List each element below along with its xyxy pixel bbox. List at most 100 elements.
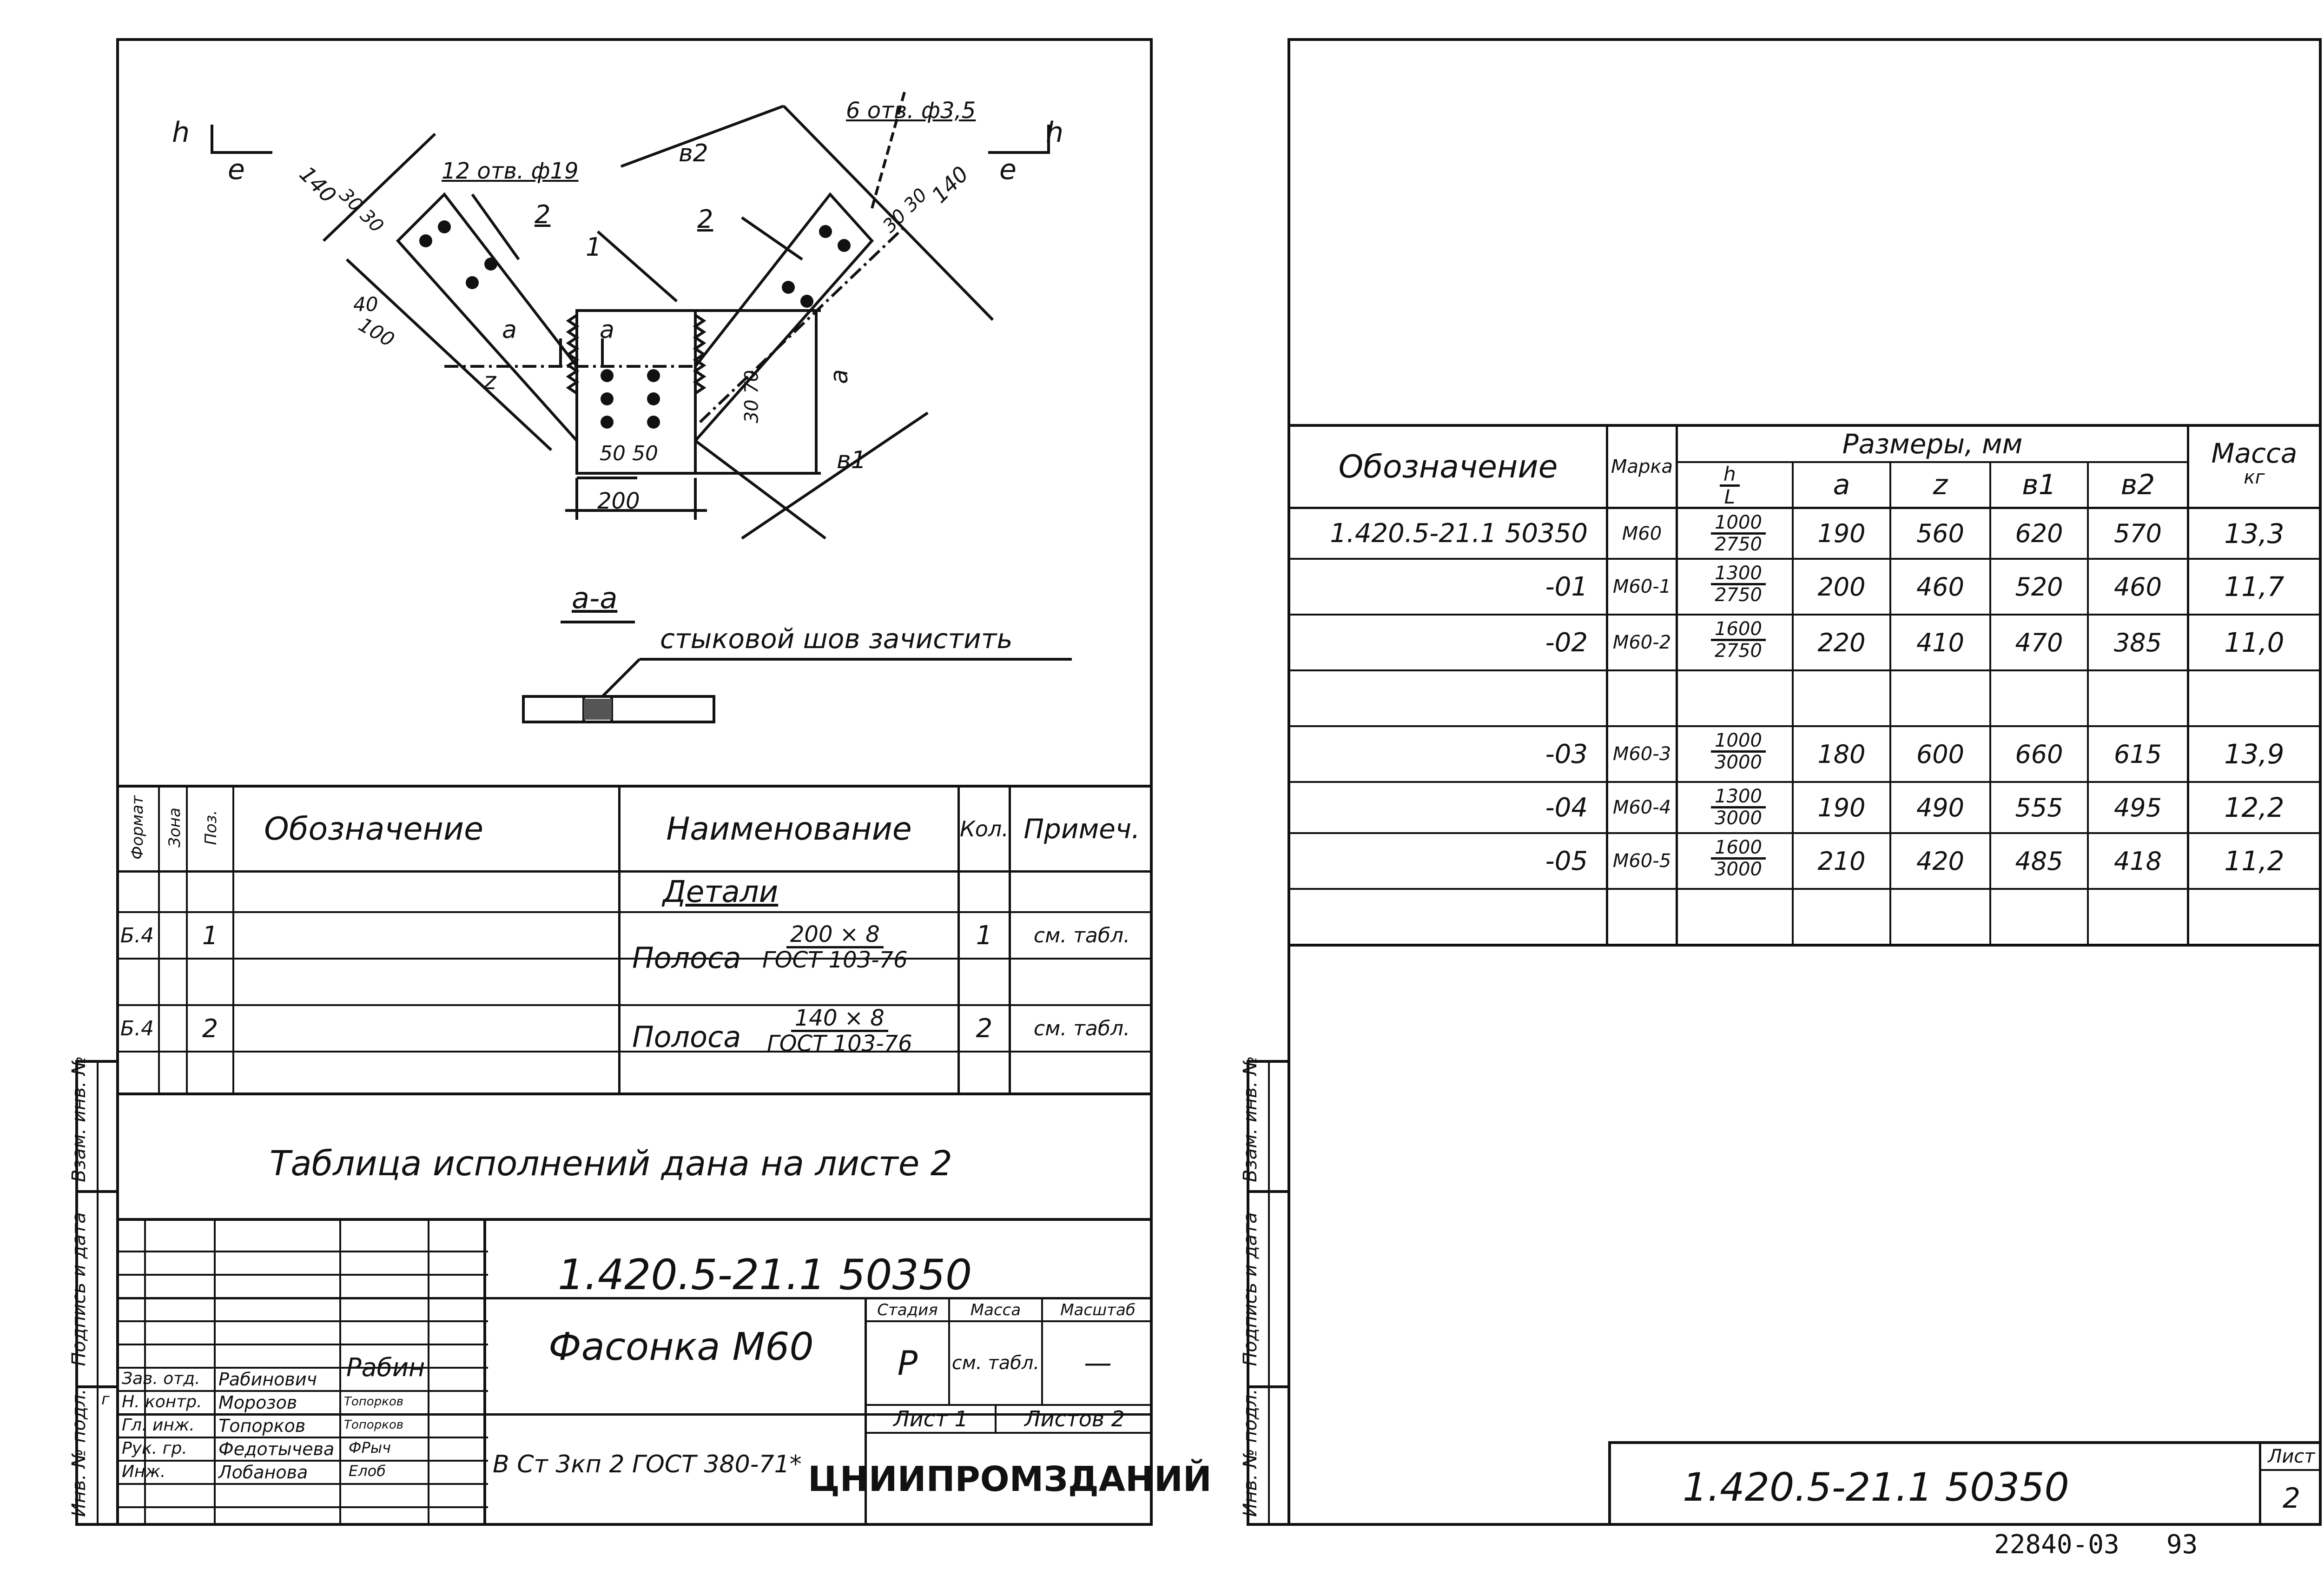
left-stamp-border (75, 1060, 78, 1526)
name-0: Рабинович (218, 1369, 317, 1390)
row-2-h: 1600 (1711, 619, 1766, 641)
row-0-designation: 1.420.5-21.1 50350 (1330, 518, 1588, 549)
doc-code: 1.420.5-21.1 50350 (558, 1251, 972, 1299)
pos-2-right-label: 2 (697, 205, 713, 234)
row-0-b1: 620 (2015, 519, 2063, 548)
row-1-designation: -01 (1545, 571, 1588, 602)
row-2-a: 220 (1817, 628, 1866, 657)
dim-a-section: а (600, 316, 614, 344)
right-stamp-inv-no: Инв. № подл. (1240, 1389, 1261, 1517)
row-4-h: 1000 (1711, 731, 1766, 753)
material: В Ст 3кп 2 ГОСТ 380-71* (493, 1450, 802, 1478)
right-strip (694, 192, 874, 444)
dim-50-50: 50 50 (600, 442, 658, 465)
row-3-mark (1608, 671, 1676, 725)
row1-qty: 1 (976, 920, 993, 951)
col-l: L (1724, 485, 1736, 509)
col-h: h (1720, 464, 1740, 487)
row1-profile: 200 × 8 ГОСТ 103-76 (762, 923, 908, 972)
stage-label: Стадия (877, 1300, 938, 1319)
table-note: Таблица исполнений дана на листе 2 (270, 1144, 952, 1184)
header-designation: Обозначение (264, 810, 483, 848)
header-pos: Поз. (202, 810, 220, 845)
weld-note: стыковой шов зачистить (660, 623, 1013, 655)
row1-profile-size: 200 × 8 (786, 923, 884, 949)
row2-profile-size: 140 × 8 (791, 1007, 888, 1033)
row2-note: см. табл. (1033, 1016, 1130, 1040)
gusset-drawing (211, 92, 1072, 723)
dim-a-vertical: а (825, 369, 853, 384)
row-6-l: 3000 (1715, 859, 1762, 880)
row-5-b1: 555 (2015, 793, 2063, 822)
col-a: а (1833, 469, 1850, 501)
sign-0: Рабин (346, 1353, 425, 1382)
row-1-b2: 460 (2113, 572, 2162, 602)
stamp-swap-inv: Взам. инв. № (68, 1056, 90, 1182)
row-5-l: 3000 (1715, 808, 1762, 829)
row-4-mark: М60-3 (1612, 743, 1671, 765)
col-mass-unit: кг (2244, 466, 2265, 488)
dim-30-70: 30 70 (741, 370, 763, 424)
row-2-mark: М60-2 (1612, 632, 1671, 653)
row-0-l: 2750 (1715, 534, 1762, 555)
row2-name: Полоса (632, 1020, 741, 1054)
row-0-a: 190 (1817, 519, 1866, 548)
row-5-z: 490 (1916, 793, 1965, 822)
right-stamp-swap-inv: Взам. инв. № (1240, 1056, 1261, 1182)
footer-code: 22840-03 93 (1994, 1530, 2198, 1560)
name-2: Топорков (218, 1416, 306, 1436)
header-name: Наименование (666, 810, 912, 848)
change-mark: г (101, 1390, 110, 1409)
sheet-number: Лист 1 (893, 1406, 968, 1431)
row-4-mass: 13,9 (2224, 738, 2284, 770)
sign-2: Топорков (344, 1418, 404, 1432)
row-1-mass: 11,7 (2224, 571, 2284, 603)
row-2-z: 410 (1916, 628, 1965, 657)
role-0: Зав. отд. (122, 1369, 200, 1388)
role-1: Н. контр. (122, 1392, 202, 1411)
left-strip (396, 192, 578, 444)
organization: ЦНИИПРОМЗДАНИЙ (808, 1459, 1212, 1499)
row1-profile-standard: ГОСТ 103-76 (762, 947, 908, 973)
row2-format: Б.4 (120, 1016, 154, 1040)
left-sheet-frame (116, 38, 1153, 1526)
row-6-z: 420 (1916, 846, 1965, 876)
header-qty: Кол. (960, 816, 1009, 841)
pos-1-label: 1 (586, 232, 602, 262)
row-6-h: 1600 (1711, 838, 1766, 860)
dim-40: 40 (353, 293, 378, 316)
sign-3: ФРыч (349, 1439, 391, 1457)
row-6-b2: 418 (2113, 846, 2162, 876)
row-2-designation: -02 (1545, 627, 1588, 658)
right-sheet-label: Лист (2268, 1446, 2315, 1467)
row-3-b1 (1991, 671, 2087, 725)
row-1-mark: М60-1 (1612, 576, 1671, 597)
row-4-l: 3000 (1715, 752, 1762, 773)
row-3-designation (1290, 671, 1597, 725)
row-4-b2: 615 (2113, 739, 2162, 769)
row1-note: см. табл. (1033, 923, 1130, 947)
role-2: Гл. инж. (122, 1416, 195, 1435)
sheets-total: Листов 2 (1024, 1406, 1125, 1431)
dim-b1: в1 (837, 446, 866, 474)
sign-4: Елоб (349, 1462, 386, 1480)
dim-a: а (502, 316, 517, 344)
row-0-mark: М60 (1622, 523, 1662, 544)
row-3-mass (2189, 671, 2319, 725)
right-doc-code: 1.420.5-21.1 50350 (1683, 1464, 2069, 1510)
row-6-mass: 11,2 (2224, 845, 2284, 877)
dim-z: z (483, 367, 496, 395)
row1-name: Полоса (632, 940, 741, 975)
pos-2-left-label: 2 (535, 200, 551, 229)
col-b1: в1 (2022, 469, 2056, 501)
section-title-details: Детали (662, 874, 779, 909)
row1-pos: 1 (202, 921, 218, 950)
col-mass-label: Масса (2211, 437, 2298, 469)
row2-pos: 2 (202, 1013, 218, 1043)
header-note: Примеч. (1023, 813, 1140, 845)
col-z: z (1933, 469, 1948, 501)
row-5-mass: 12,2 (2224, 792, 2284, 823)
